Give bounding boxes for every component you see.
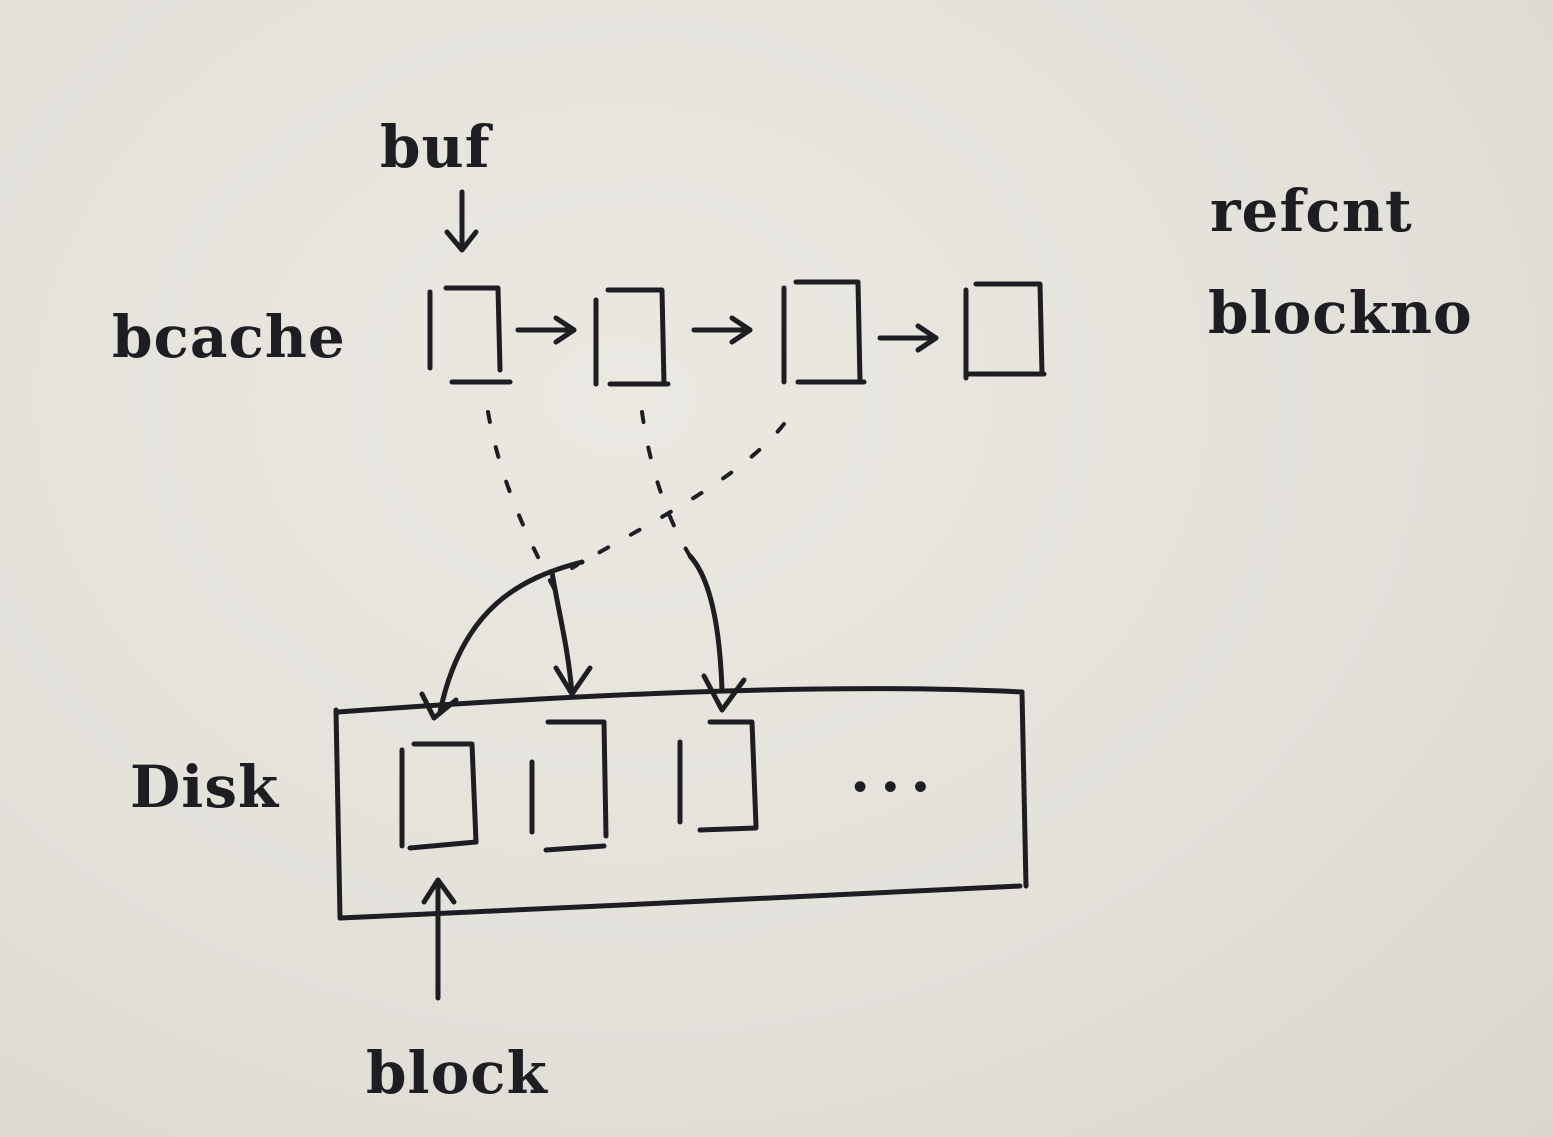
disk-block-1 bbox=[399, 741, 479, 851]
more-blocks-ellipsis: ... bbox=[850, 737, 941, 805]
arrow-to-disk-block-3 bbox=[687, 553, 747, 713]
refcnt-label: refcnt bbox=[1210, 177, 1413, 245]
disk-label: Disk bbox=[130, 753, 280, 821]
arrow-to-disk-block-1 bbox=[419, 559, 585, 721]
bcache-label: bcache bbox=[112, 303, 346, 371]
disk-block-3 bbox=[677, 719, 759, 833]
next-arrow-1 bbox=[515, 315, 577, 345]
block-label: block bbox=[366, 1039, 548, 1107]
blockno-label: blockno bbox=[1208, 279, 1473, 347]
bcache-buffer-4 bbox=[963, 281, 1047, 381]
next-arrow-3 bbox=[877, 323, 939, 353]
bcache-buffer-2 bbox=[593, 287, 671, 387]
disk-block-2 bbox=[529, 719, 609, 853]
bcache-buffer-3 bbox=[781, 279, 867, 385]
next-arrow-2 bbox=[691, 315, 753, 345]
mapping-line-buf2-to-block3 bbox=[640, 410, 692, 558]
mapping-line-buf1-to-block2 bbox=[486, 410, 558, 594]
block-pointer-arrow bbox=[421, 877, 457, 1001]
bcache-buffer-1 bbox=[427, 285, 513, 385]
arrow-to-disk-block-2 bbox=[549, 569, 593, 697]
buf-label: buf bbox=[380, 113, 491, 181]
mapping-line-buf3-to-block1 bbox=[570, 422, 786, 570]
buf-pointer-arrow bbox=[444, 189, 479, 253]
